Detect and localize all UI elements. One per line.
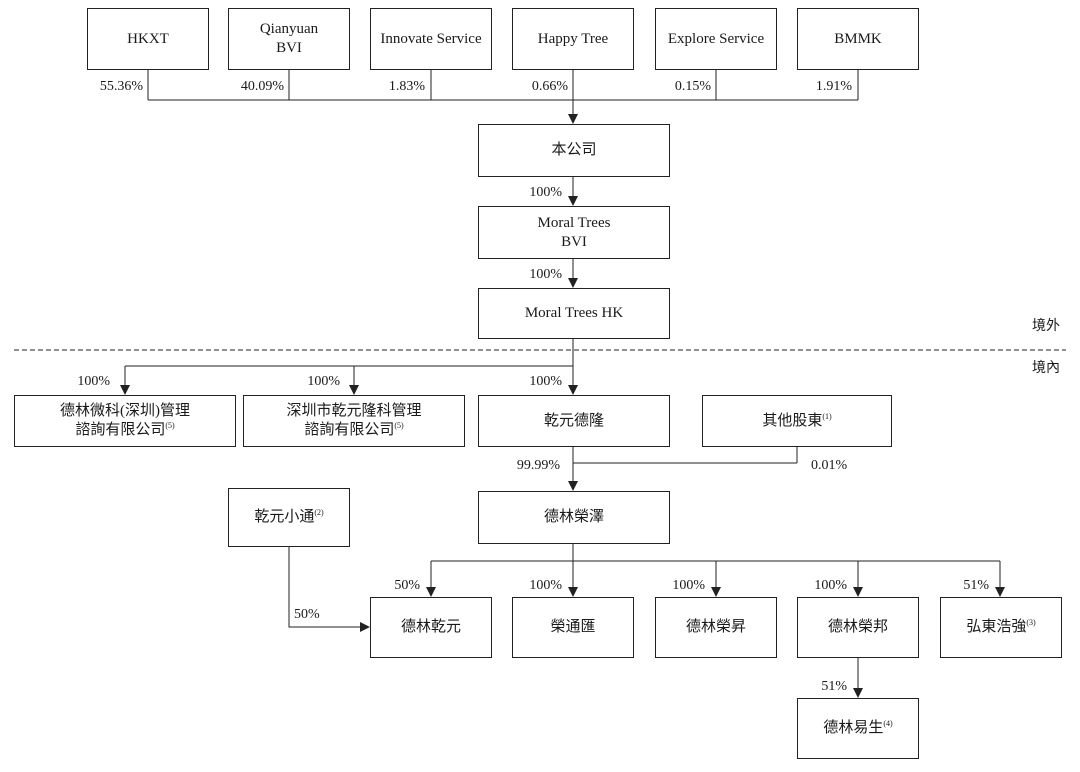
region-offshore-label: 境外 — [1032, 319, 1060, 334]
qianyuanlongke-box: 深圳市乾元隆科管理諮詢有限公司(5) — [243, 395, 465, 447]
delin-yisheng-box: 德林易生(4) — [797, 698, 919, 759]
moral-trees-hk-box: Moral Trees HK — [478, 288, 670, 339]
pct-innovate-service: 1.83% — [388, 79, 425, 94]
delin-rongsheng-box: 德林榮昇 — [655, 597, 777, 658]
arrow-xiaotong-to-delin-qianyuan — [288, 547, 370, 632]
qianyuan-xiaotong-box: 乾元小通(2) — [228, 488, 350, 547]
pct-hongdong: 51% — [963, 578, 989, 593]
company-box: 本公司 — [478, 124, 670, 177]
pct-qianyuan-delong: 100% — [529, 374, 562, 389]
delin-weike-box: 德林微科(深圳)管理諮詢有限公司(5) — [14, 395, 236, 447]
hongdong-haoqiang-box: 弘東浩強(3) — [940, 597, 1062, 658]
shareholder-bmmk: BMMK — [797, 8, 919, 70]
delin-rongze-box: 德林榮澤 — [478, 491, 670, 544]
pct-rongtonghui: 100% — [529, 578, 562, 593]
pct-explore-service: 0.15% — [674, 79, 711, 94]
delin-qianyuan-box: 德林乾元 — [370, 597, 492, 658]
shareholder-happy-tree: Happy Tree — [512, 8, 634, 70]
pct-company-to-moral-bvi: 100% — [529, 185, 562, 200]
pct-moral-bvi-to-hk: 100% — [529, 267, 562, 282]
shareholder-innovate-service: Innovate Service — [370, 8, 492, 70]
pct-xiaotong-to-delin-qianyuan: 50% — [294, 607, 320, 622]
pct-bmmk: 1.91% — [815, 79, 852, 94]
pct-qianyuan-delong-to-rongze: 99.99% — [516, 458, 560, 473]
qianyuan-delong-box: 乾元德隆 — [478, 395, 670, 447]
other-shareholders-box: 其他股東(1) — [702, 395, 892, 447]
delin-rongbang-box: 德林榮邦 — [797, 597, 919, 658]
shareholder-hkxt: HKXT — [87, 8, 209, 70]
pct-delin-yisheng: 51% — [821, 679, 847, 694]
pct-hkxt: 55.36% — [99, 79, 143, 94]
pct-delin-rongbang: 100% — [814, 578, 847, 593]
pct-qianyuanlongke: 100% — [307, 374, 340, 389]
pct-delin-rongsheng: 100% — [672, 578, 705, 593]
rongtonghui-box: 榮通匯 — [512, 597, 634, 658]
pct-happy-tree: 0.66% — [531, 79, 568, 94]
pct-delin-weike: 100% — [77, 374, 110, 389]
shareholder-explore-service: Explore Service — [655, 8, 777, 70]
pct-delin-qianyuan: 50% — [394, 578, 420, 593]
pct-qianyuan-bvi: 40.09% — [240, 79, 284, 94]
pct-other-shareholders: 0.01% — [811, 458, 848, 473]
region-onshore-label: 境內 — [1032, 361, 1060, 376]
